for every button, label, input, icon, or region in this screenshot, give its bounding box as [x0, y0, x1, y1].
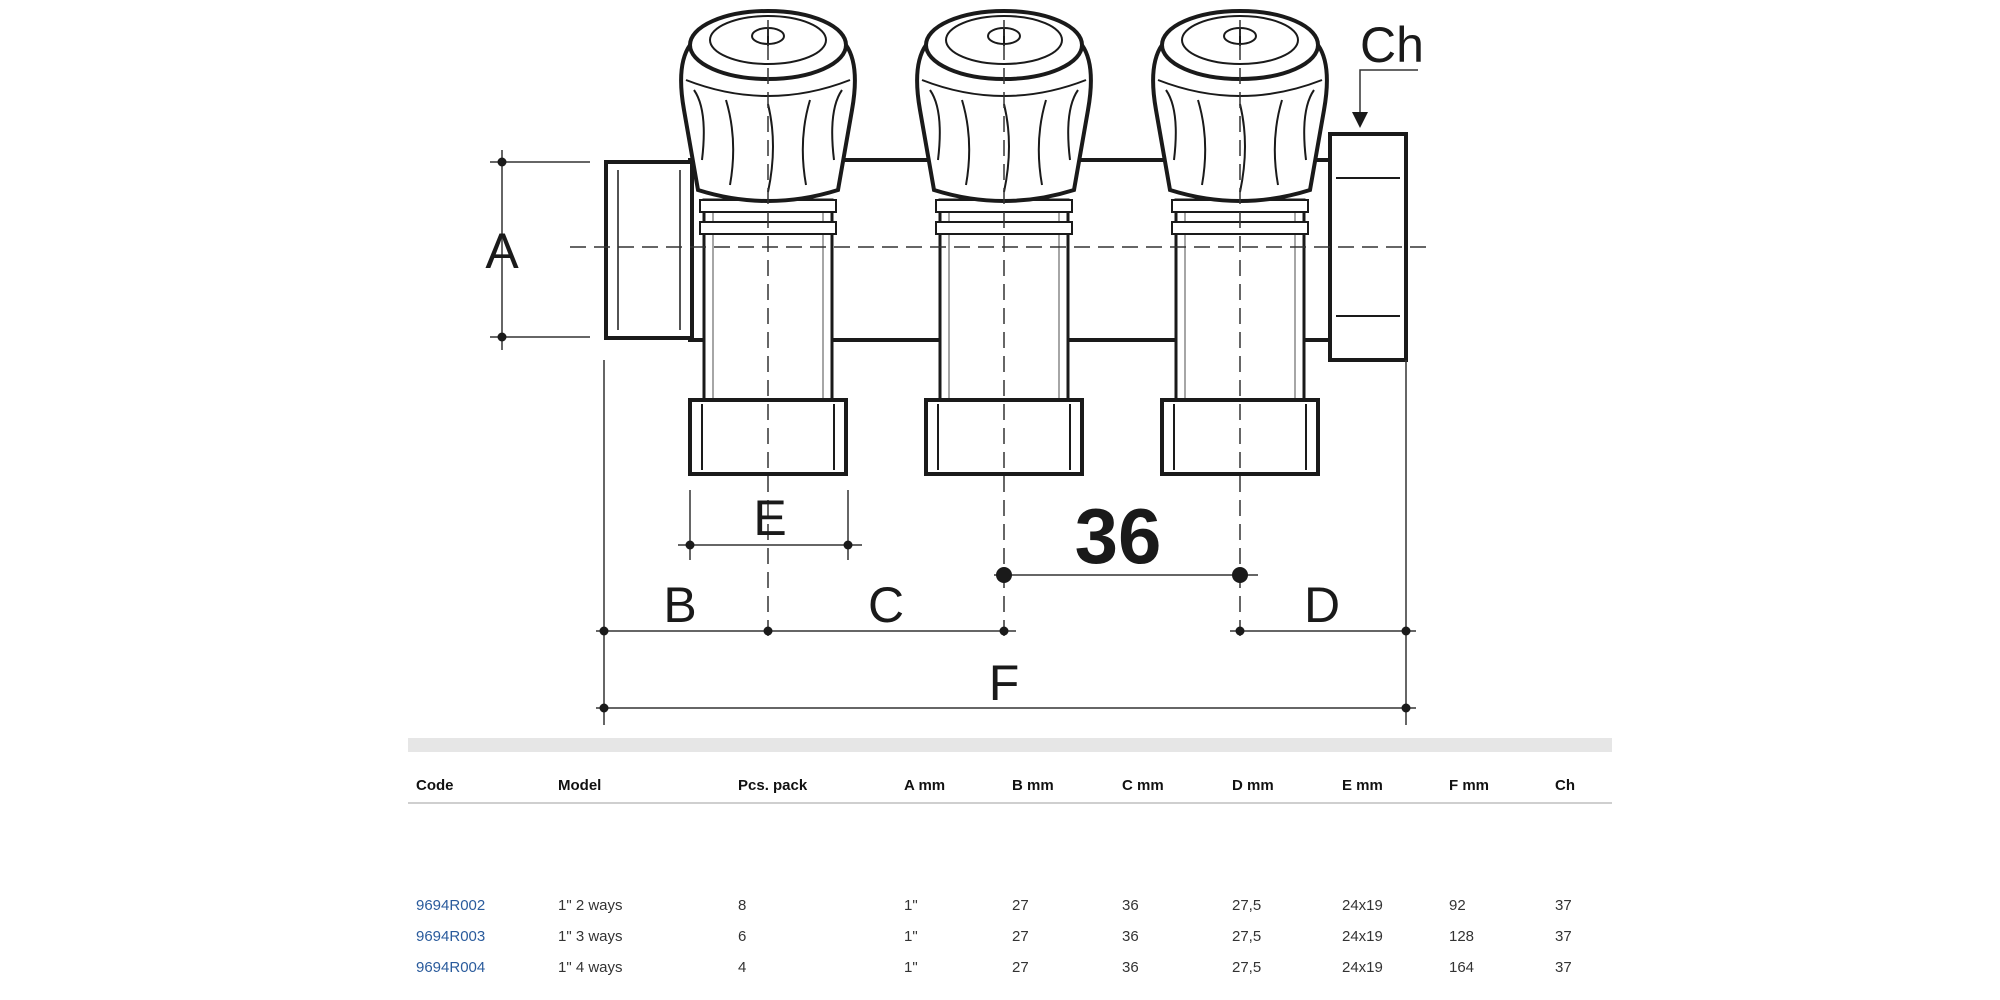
label-c: C — [868, 577, 904, 633]
table-cell: 6 — [738, 928, 747, 945]
label-b: B — [663, 577, 696, 633]
table-cell: 1" — [904, 897, 918, 914]
table-cell: 37 — [1555, 897, 1572, 914]
table-cell: 37 — [1555, 928, 1572, 945]
table-cell: 1" 2 ways — [558, 897, 623, 914]
table-cell: 36 — [1122, 959, 1139, 976]
table-cell: 164 — [1449, 959, 1475, 976]
column-header: Model — [550, 768, 730, 804]
table-cell: 8 — [738, 897, 747, 914]
table-cell: 27 — [1012, 897, 1029, 914]
label-f: F — [989, 655, 1020, 711]
table-cell: 27,5 — [1232, 928, 1262, 945]
column-header: Code — [408, 768, 550, 804]
dimension-lines — [490, 69, 1418, 725]
table-cell: 36 — [1122, 897, 1139, 914]
table-spacer — [408, 803, 1612, 890]
product-code-link[interactable]: 9694R003 — [416, 928, 486, 945]
dimension-dots — [497, 112, 1411, 713]
table-row: 9694R004 1" 4 ways 4 1" 27 36 27,5 24x19 164 37 — [408, 952, 1612, 983]
table-cell: 1" — [904, 928, 918, 945]
table-cell: 27 — [1012, 959, 1029, 976]
column-header: E mm — [1334, 768, 1441, 804]
table-cell: 128 — [1449, 928, 1475, 945]
column-header: A mm — [896, 768, 1004, 804]
table-cell: 27,5 — [1232, 897, 1262, 914]
column-header: D mm — [1224, 768, 1334, 804]
label-d: D — [1304, 577, 1340, 633]
label-ch: Ch — [1360, 17, 1424, 73]
table-row: 9694R002 1" 2 ways 8 1" 27 36 27,5 24x19 92 37 — [408, 890, 1612, 921]
column-header: F mm — [1441, 768, 1547, 804]
column-header: C mm — [1114, 768, 1224, 804]
label-e: E — [753, 490, 786, 546]
table-row: 9694R003 1" 3 ways 6 1" 27 36 27,5 24x19 128 37 — [408, 921, 1612, 952]
table-cell: 24x19 — [1342, 959, 1383, 976]
table-cell: 1" 4 ways — [558, 959, 623, 976]
table-cell: 24x19 — [1342, 928, 1383, 945]
column-header: Ch — [1547, 768, 1612, 804]
table-cell: 24x19 — [1342, 897, 1383, 914]
table-cell: 92 — [1449, 897, 1466, 914]
table-cell: 37 — [1555, 959, 1572, 976]
table-cell: 4 — [738, 959, 747, 976]
manifold-technical-drawing: A E B C D F Ch 36 — [485, 9, 1430, 725]
label-spacing-36: 36 — [1075, 492, 1162, 580]
product-code-link[interactable]: 9694R004 — [416, 959, 486, 976]
label-a: A — [485, 223, 519, 279]
table-cell: 27 — [1012, 928, 1029, 945]
table-cell: 1" — [904, 959, 918, 976]
male-thread-end — [604, 160, 694, 340]
product-code-link[interactable]: 9694R002 — [416, 897, 486, 914]
column-header: B mm — [1004, 768, 1114, 804]
table-top-bar — [408, 738, 1612, 752]
column-header: Pcs. pack — [730, 768, 896, 804]
table-cell: 36 — [1122, 928, 1139, 945]
table-cell: 27,5 — [1232, 959, 1262, 976]
table-cell: 1" 3 ways — [558, 928, 623, 945]
centre-lines — [570, 20, 1430, 640]
